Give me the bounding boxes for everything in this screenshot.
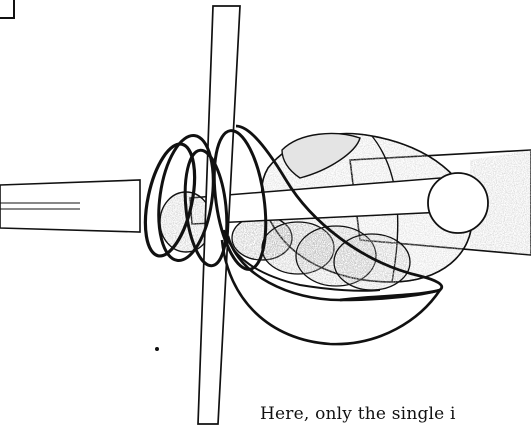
- field-curve-4: [223, 229, 381, 292]
- right-beam-shading: [470, 150, 531, 255]
- wire-loop-2: [157, 134, 215, 262]
- field-curve-3: [220, 239, 442, 346]
- corner-frame: [0, 0, 15, 19]
- field-curve-2: [226, 235, 441, 302]
- wire-loop-1: [143, 142, 197, 258]
- left-beam: [0, 179, 141, 233]
- dot-marker: [155, 347, 159, 351]
- upper-lobe: [281, 132, 361, 179]
- end-ball: [427, 172, 489, 234]
- caption-text: Here, only the single i: [260, 404, 456, 424]
- wire-loop-3: [183, 148, 229, 268]
